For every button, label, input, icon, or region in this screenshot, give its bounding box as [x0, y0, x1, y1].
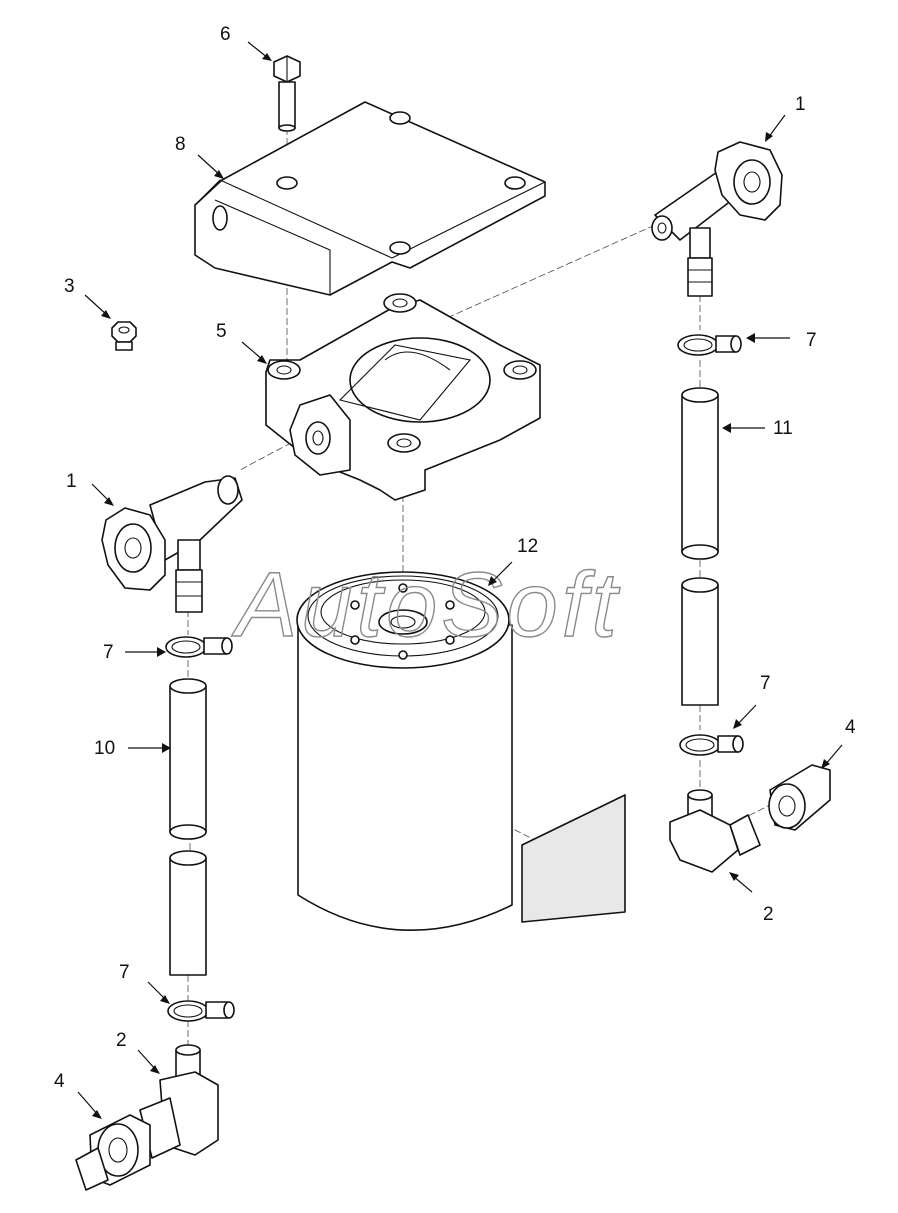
callout-2: 2	[116, 1030, 127, 1051]
hose-part-right	[681, 387, 719, 706]
hose-clamp-part-2	[165, 636, 233, 658]
callout-labels: 6 8 1 3 5 7 11 1 12 7 10 7 4 2 7 2 4	[54, 24, 856, 1092]
callout-11: 11	[773, 418, 793, 439]
hose-clamp-part-1	[677, 334, 742, 356]
hose-part-left	[169, 678, 207, 976]
bolt-part	[273, 55, 301, 132]
elbow-fitting-part-left	[139, 1044, 219, 1159]
callout-10: 10	[94, 738, 115, 759]
callout-4: 4	[845, 717, 856, 738]
callout-1: 1	[66, 471, 77, 492]
callout-8: 8	[175, 134, 186, 155]
callout-4: 4	[54, 1071, 65, 1092]
filter-cartridge-part	[296, 571, 626, 931]
plug-part	[111, 321, 137, 351]
filter-head-part	[265, 293, 541, 501]
callout-12: 12	[517, 536, 538, 557]
connector-part-left	[75, 1114, 151, 1191]
callout-6: 6	[220, 24, 231, 45]
callout-7: 7	[119, 962, 130, 983]
callout-2: 2	[763, 904, 774, 925]
connector-part-right	[768, 764, 831, 831]
drain-valve-part-left	[101, 475, 243, 613]
drain-valve-part-right	[651, 141, 783, 297]
callout-7: 7	[806, 330, 817, 351]
hose-clamp-part-4	[167, 1000, 235, 1022]
callout-7: 7	[760, 673, 771, 694]
callout-arrows	[77, 41, 843, 1119]
watermark: AutoSoft	[231, 554, 621, 656]
hose-clamp-part-3	[679, 734, 744, 756]
callout-5: 5	[216, 321, 227, 342]
mounting-bracket-part	[194, 101, 546, 296]
elbow-fitting-part-right	[669, 789, 761, 873]
callout-3: 3	[64, 276, 75, 297]
callout-7: 7	[103, 642, 114, 663]
callout-1: 1	[795, 94, 806, 115]
